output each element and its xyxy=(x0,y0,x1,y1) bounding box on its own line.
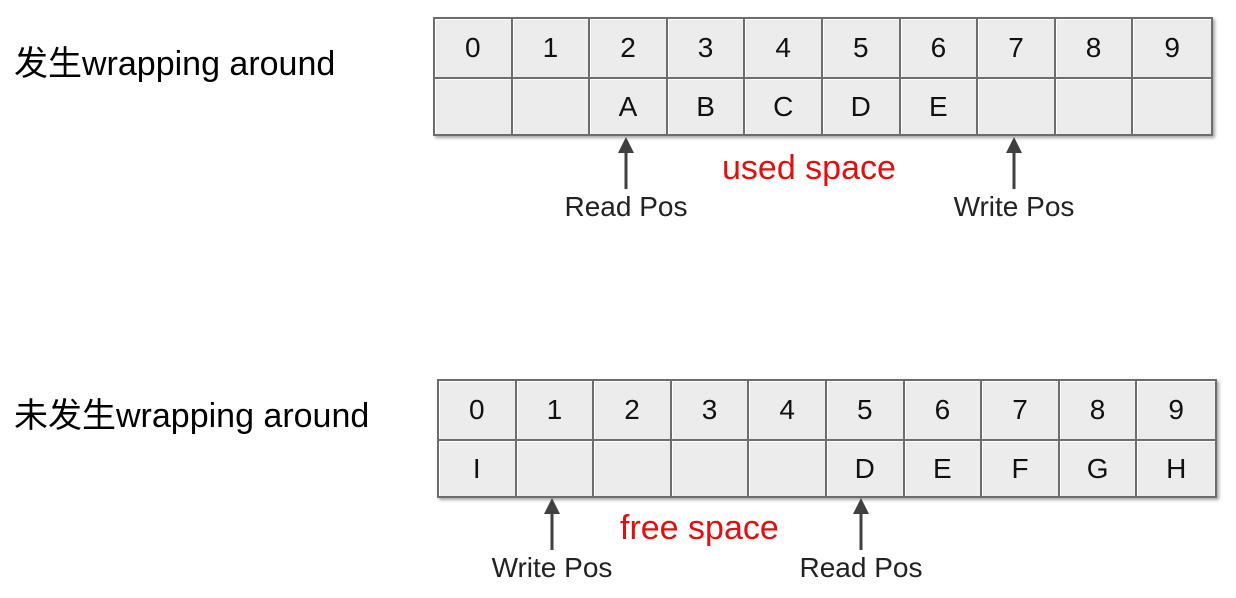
top-index-cell: 5 xyxy=(822,19,901,79)
bottom-index-cell: 2 xyxy=(594,381,672,441)
bottom-read-pointer: Read Pos xyxy=(781,498,941,584)
top-value-cell xyxy=(513,79,591,134)
top-value-cell xyxy=(1056,79,1134,134)
top-index-cell: 9 xyxy=(1133,19,1211,79)
bottom-region-label: free space xyxy=(620,509,779,547)
up-arrow-icon xyxy=(618,137,634,189)
top-read-pointer: Read Pos xyxy=(546,137,706,223)
top-write-pos-label: Write Pos xyxy=(953,191,1075,222)
top-region-label: used space xyxy=(722,149,896,187)
bottom-heading: 未发生wrapping around xyxy=(14,397,370,435)
bottom-index-cell: 9 xyxy=(1137,381,1215,441)
bottom-value-cell: I xyxy=(439,441,517,496)
bottom-value-cell: D xyxy=(827,441,905,496)
bottom-index-cell: 4 xyxy=(749,381,827,441)
top-index-cell: 0 xyxy=(435,19,513,79)
top-value-cell xyxy=(435,79,513,134)
top-index-cell: 6 xyxy=(900,19,979,79)
top-index-cell: 3 xyxy=(667,19,746,79)
bottom-value-cell: G xyxy=(1060,441,1138,496)
bottom-index-cell: 5 xyxy=(826,381,905,441)
top-value-cell xyxy=(1133,79,1211,134)
up-arrow-icon xyxy=(1006,137,1022,189)
top-index-cell: 7 xyxy=(978,19,1056,79)
bottom-write-pointer: Write Pos xyxy=(472,498,632,584)
top-value-cell: A xyxy=(590,79,668,134)
bottom-value-cell xyxy=(749,441,827,496)
top-write-pointer: Write Pos xyxy=(934,137,1094,223)
top-value-cell: C xyxy=(745,79,823,134)
bottom-index-cell: 0 xyxy=(439,381,517,441)
bottom-write-pos-label: Write Pos xyxy=(491,552,613,583)
top-value-cell: E xyxy=(901,79,979,134)
bottom-value-cell xyxy=(672,441,750,496)
top-heading: 发生wrapping around xyxy=(14,45,336,83)
bottom-value-cell: E xyxy=(905,441,983,496)
top-value-cell: D xyxy=(823,79,901,134)
top-index-cell: 8 xyxy=(1055,19,1134,79)
top-index-cell: 2 xyxy=(590,19,668,79)
up-arrow-icon xyxy=(544,498,560,550)
top-read-pos-label: Read Pos xyxy=(564,191,688,222)
up-arrow-icon xyxy=(853,498,869,550)
bottom-index-cell: 3 xyxy=(671,381,750,441)
top-index-cell: 1 xyxy=(512,19,591,79)
bottom-value-cell: F xyxy=(982,441,1060,496)
bottom-index-cell: 6 xyxy=(904,381,983,441)
bottom-value-cell: H xyxy=(1137,441,1215,496)
top-value-cell xyxy=(978,79,1056,134)
bottom-index-cell: 1 xyxy=(516,381,595,441)
bottom-value-cell xyxy=(594,441,672,496)
bottom-read-pos-label: Read Pos xyxy=(799,552,923,583)
bottom-index-cell: 8 xyxy=(1059,381,1138,441)
top-value-cell: B xyxy=(668,79,746,134)
bottom-value-cell xyxy=(517,441,595,496)
top-index-cell: 4 xyxy=(745,19,823,79)
bottom-index-cell: 7 xyxy=(982,381,1060,441)
